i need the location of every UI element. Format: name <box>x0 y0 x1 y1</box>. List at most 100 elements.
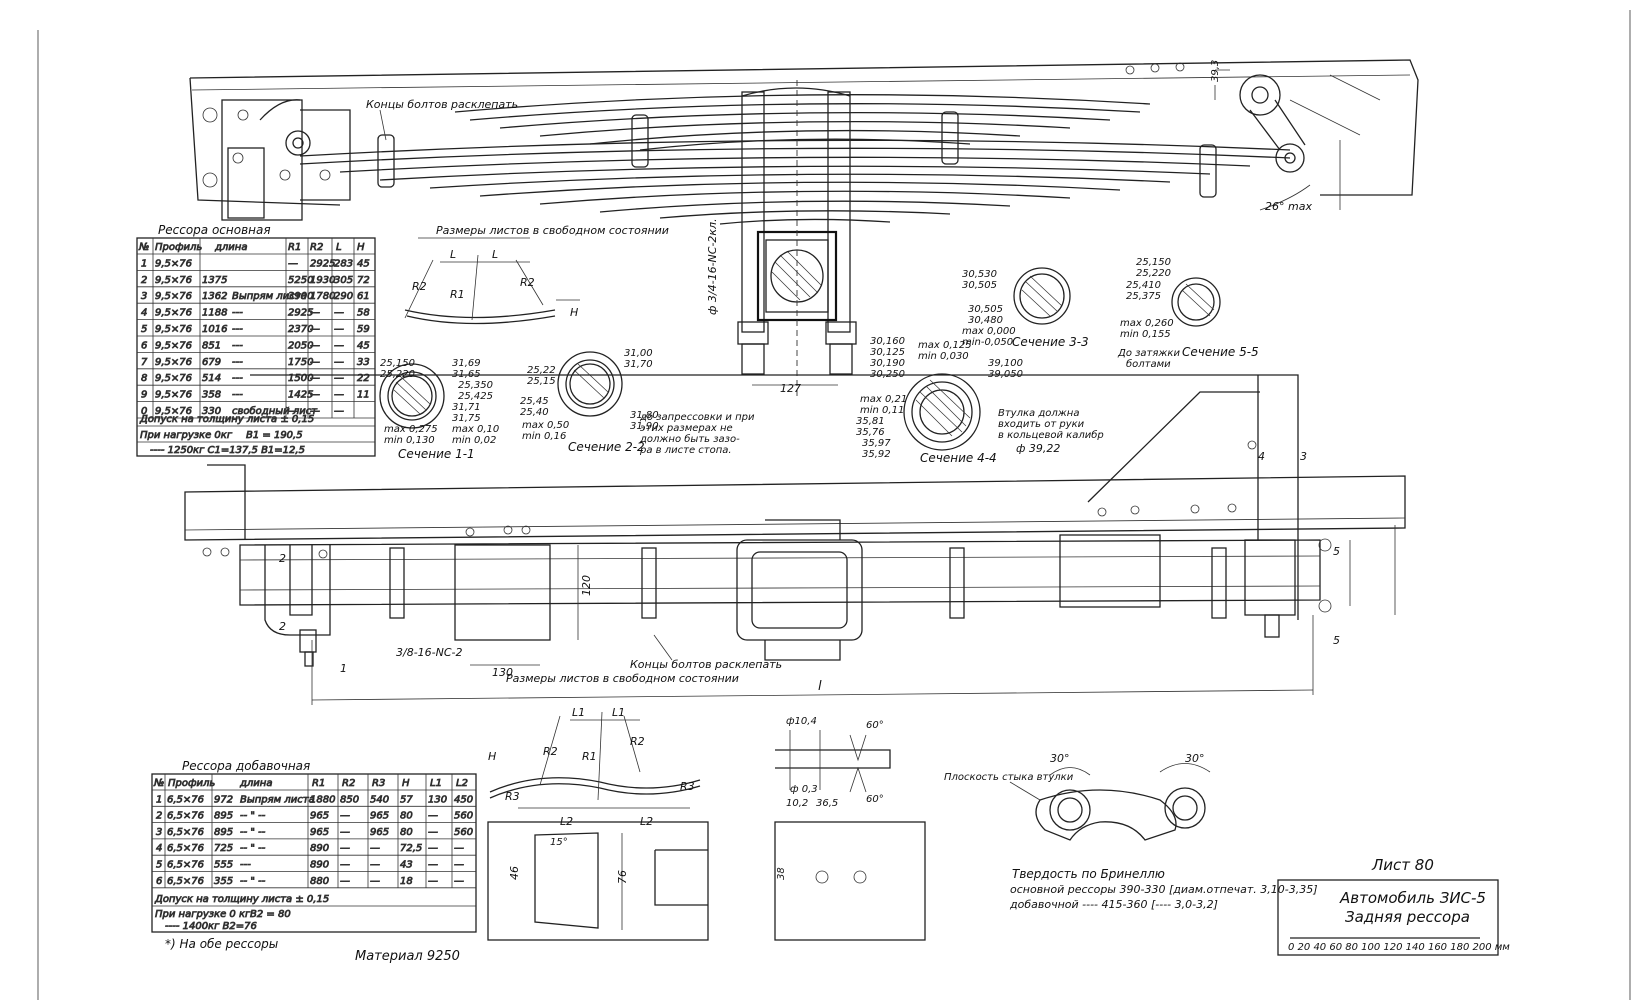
table-cell: --- <box>232 308 243 319</box>
table-cell: 2 <box>141 275 147 286</box>
table-cell: 6,5×76 <box>167 794 204 805</box>
table-cell: 9,5×76 <box>155 291 192 302</box>
table-cell: 57 <box>400 794 413 805</box>
svg-text:2: 2 <box>279 552 286 565</box>
table-cell: — <box>428 876 438 887</box>
table-header: № <box>153 778 164 789</box>
table-cell: 555 <box>214 860 233 871</box>
svg-text:R2: R2 <box>520 276 535 289</box>
table-cell: 1930 <box>310 275 335 286</box>
table-cell: 9,5×76 <box>155 308 192 319</box>
svg-text:30,505: 30,505 <box>962 280 997 291</box>
svg-text:этих размерах не: этих размерах не <box>640 423 733 434</box>
table-cell: 80 <box>400 811 413 822</box>
table-cell: 1780 <box>310 291 335 302</box>
table-cell: Выпрям листа <box>232 291 307 302</box>
svg-text:30,125: 30,125 <box>870 347 905 358</box>
svg-text:max 0,260: max 0,260 <box>1120 318 1174 329</box>
label-thread: ф 3/4-16-NC-2кл. <box>706 218 719 315</box>
svg-text:31,70: 31,70 <box>624 359 653 370</box>
table-cell: — <box>454 843 464 854</box>
table-cell: 355 <box>214 876 233 887</box>
table-cell: 6 <box>141 340 147 351</box>
dim-120: 120 <box>580 575 593 596</box>
table-cell: 7 <box>141 357 148 368</box>
load-note: При нагрузке 0 кг <box>155 909 251 920</box>
table-cell: 8 <box>141 373 147 384</box>
hardness-1: основной рессоры 390-330 [диам.отпечат. … <box>1010 883 1318 896</box>
table-cell: 130 <box>428 794 447 805</box>
svg-text:входить от руки: входить от руки <box>998 419 1085 430</box>
svg-text:5: 5 <box>1333 634 1340 647</box>
table-cell: 72,5 <box>400 843 422 854</box>
table-cell: — <box>428 827 438 838</box>
svg-text:25,40: 25,40 <box>520 407 549 418</box>
section-5-5-label: Сечение 5-5 <box>1182 345 1259 359</box>
svg-text:R2: R2 <box>543 745 558 758</box>
svg-text:3: 3 <box>1300 450 1307 463</box>
table-cell: 965 <box>370 811 389 822</box>
section-4-4-label: Сечение 4-4 <box>920 451 997 465</box>
svg-text:L1: L1 <box>572 706 585 719</box>
svg-text:L1: L1 <box>612 706 625 719</box>
table-cell: 283 <box>334 258 353 269</box>
table-cell: 9,5×76 <box>155 406 192 417</box>
hardness-title: Твердость по Бринеллю <box>1012 867 1165 881</box>
svg-text:31,80: 31,80 <box>630 410 659 421</box>
svg-text:ф10,4: ф10,4 <box>786 716 817 727</box>
table-cell: 1425 <box>288 390 313 401</box>
table-header: R2 <box>342 778 355 789</box>
table-header: R1 <box>312 778 325 789</box>
top-view-labels: Концы болтов расклепать ф 3/4-16-NC-2кл.… <box>366 60 1312 395</box>
table-cell: 6,5×76 <box>167 876 204 887</box>
table-cell: --- <box>232 324 243 335</box>
table-cell: 6,5×76 <box>167 843 204 854</box>
table-cell: — <box>340 876 350 887</box>
table-cell: 880 <box>310 876 329 887</box>
svg-text:болтами: болтами <box>1126 358 1171 370</box>
svg-text:L: L <box>492 248 498 261</box>
table-cell: 6 <box>156 876 162 887</box>
table-cell: 22 <box>357 373 370 384</box>
svg-text:max 0,10: max 0,10 <box>452 424 499 435</box>
svg-text:30°: 30° <box>1185 752 1205 765</box>
add-table-title: Рессора добавочная <box>182 759 310 773</box>
table-cell: — <box>370 876 380 887</box>
table-cell: 679 <box>202 357 221 368</box>
table-cell: — <box>340 843 350 854</box>
table-cell: — <box>340 860 350 871</box>
svg-text:1: 1 <box>340 662 347 675</box>
table-cell: 1362 <box>202 291 227 302</box>
table-cell: 450 <box>454 794 473 805</box>
svg-text:R3: R3 <box>505 790 520 803</box>
table-cell: --- <box>232 373 243 384</box>
section-3-3-label: Сечение 3-3 <box>1012 335 1089 349</box>
table-cell: — <box>428 811 438 822</box>
load-note: ---- 1250кг C1=137,5 B1=12,5 <box>150 445 305 456</box>
table-cell: 61 <box>357 291 370 302</box>
label-free-state-bottom: Размеры листов в свободном состоянии <box>506 672 739 685</box>
svg-text:38: 38 <box>776 867 787 880</box>
svg-text:min 0,155: min 0,155 <box>1120 329 1171 340</box>
table-header: L <box>336 242 342 253</box>
table-cell: — <box>340 811 350 822</box>
table-header: R1 <box>288 242 301 253</box>
material: Материал 9250 <box>355 949 460 964</box>
table-cell: --- <box>232 340 243 351</box>
svg-text:ф 39,22: ф 39,22 <box>1016 442 1060 455</box>
table-cell: 5 <box>141 324 147 335</box>
load-note: B1 = 190,5 <box>246 430 303 441</box>
table-cell: — <box>334 406 344 417</box>
table-cell: -- " -- <box>240 827 266 838</box>
svg-text:15°: 15° <box>550 837 568 848</box>
tolerance-note: Допуск на толщину листа ± 0,15 <box>154 894 329 905</box>
table-cell: 514 <box>202 373 221 384</box>
table-cell: 9,5×76 <box>155 258 192 269</box>
